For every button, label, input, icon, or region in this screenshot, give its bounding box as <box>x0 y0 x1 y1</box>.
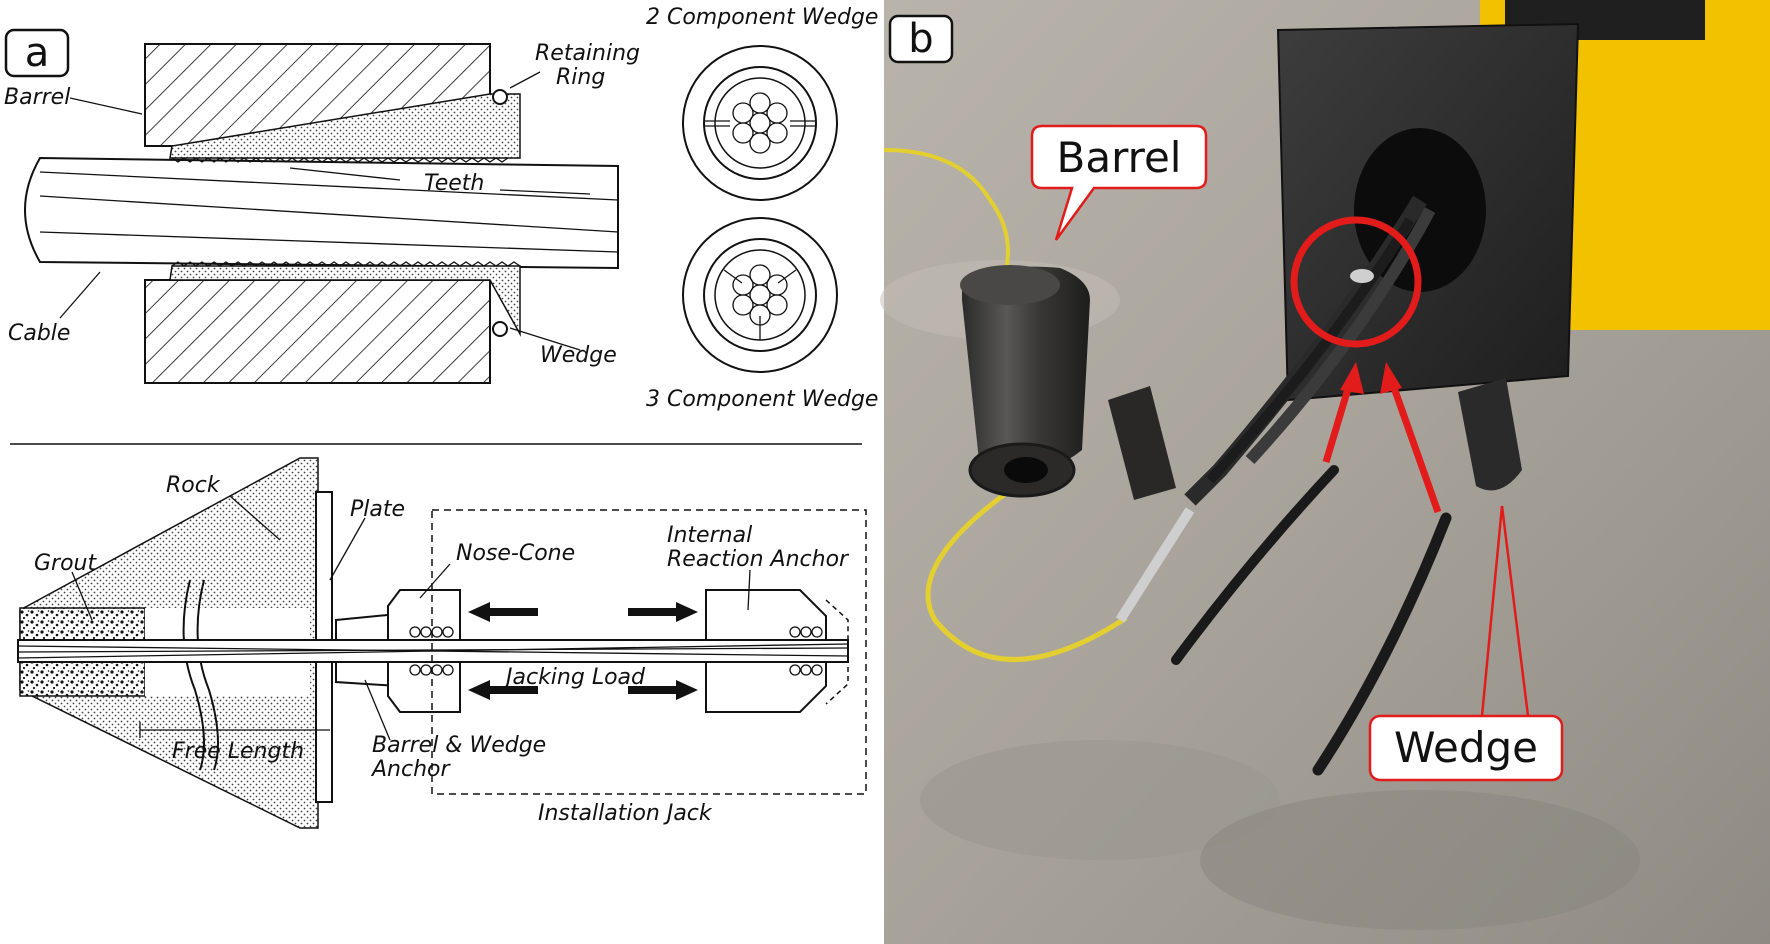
nose-cone-upper <box>387 589 461 641</box>
nose-cone-lower <box>387 661 461 713</box>
label-plate: Plate <box>350 497 405 522</box>
reaction-anchor-upper <box>705 589 827 641</box>
label-ring: Ring <box>556 65 605 90</box>
label-retaining: Retaining <box>535 41 640 66</box>
nose-cone-photo <box>1108 386 1176 500</box>
svg-text:Barrel: Barrel <box>1057 133 1182 182</box>
free-length-break <box>182 579 205 771</box>
label-internal: Internal <box>667 523 752 548</box>
highlight-circle <box>1290 216 1422 348</box>
jacking-load-arrows <box>468 602 698 700</box>
label-cable: Cable <box>8 321 70 346</box>
label-nose-cone: Nose-Cone <box>456 541 575 566</box>
label-barrel: Barrel <box>4 85 70 110</box>
label-free-length: Free Length <box>172 739 304 764</box>
label-wedge: Wedge <box>540 343 617 368</box>
wedge-callout: Wedge <box>1368 714 1564 782</box>
strand <box>17 639 849 663</box>
cable-section <box>24 156 619 270</box>
three-component-wedge-section <box>682 217 838 373</box>
wedge-lower <box>169 265 521 337</box>
label-rock: Rock <box>166 473 221 498</box>
teeth-lower <box>171 261 521 267</box>
teeth-upper <box>171 157 509 163</box>
barrel-lower <box>144 279 491 384</box>
photo-panel <box>880 0 1770 944</box>
installation-jack-box <box>431 509 867 795</box>
retaining-ring-lower <box>492 321 508 337</box>
label-grout: Grout <box>34 551 97 576</box>
barrel-photo <box>960 265 1090 498</box>
svg-text:a: a <box>25 30 50 76</box>
svg-text:b: b <box>908 16 933 62</box>
label-reaction-anchor: Reaction Anchor <box>667 547 850 572</box>
label-anchor: Anchor <box>370 757 451 782</box>
label-installation-jack: Installation Jack <box>538 801 713 826</box>
reaction-anchor-lower <box>705 661 827 713</box>
label-teeth: Teeth <box>424 171 484 196</box>
label-barrel-wedge: Barrel & Wedge <box>372 733 546 758</box>
barrel-callout: Barrel <box>1030 124 1208 241</box>
red-arrows <box>1322 362 1442 514</box>
wedge-piece-2 <box>1312 512 1452 776</box>
wedge-piece-3 <box>1458 378 1522 491</box>
wedge-pointer <box>1480 505 1530 717</box>
panel-b-badge: b <box>888 14 954 64</box>
wedge-upper <box>169 93 521 159</box>
panel-a-badge: a <box>4 28 70 78</box>
two-component-wedge-section <box>682 45 838 201</box>
wedge-piece-1 <box>1171 465 1339 665</box>
svg-text:Wedge: Wedge <box>1394 723 1538 772</box>
label-3-component: 3 Component Wedge <box>646 387 878 412</box>
label-jacking-load: Jacking Load <box>502 665 646 690</box>
label-2-component: 2 Component Wedge <box>646 5 878 30</box>
retaining-ring-upper <box>492 89 508 105</box>
